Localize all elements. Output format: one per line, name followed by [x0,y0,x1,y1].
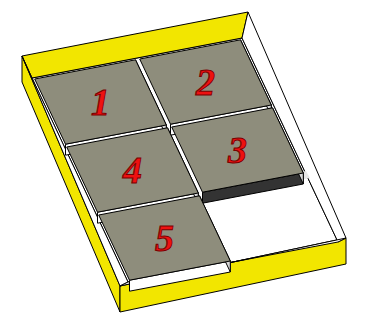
block-number: 4 [123,151,142,189]
block-face [172,108,304,192]
block-number: 2 [196,63,215,101]
block-number: 3 [228,131,247,169]
block-face [99,196,231,280]
block-number: 5 [155,219,174,257]
block-number: 1 [91,83,110,121]
puzzle-block: 3 [170,106,305,205]
puzzle-block: 5 [97,194,232,293]
